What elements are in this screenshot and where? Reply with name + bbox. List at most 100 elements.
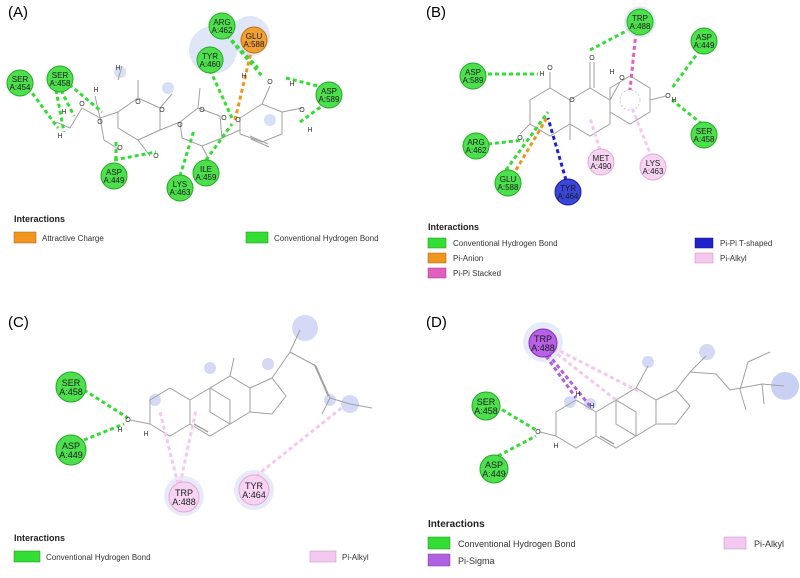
legend-b: Interactions Conventional Hydrogen Bond … — [427, 222, 772, 279]
residue-ser454: SER A:454 — [6, 69, 34, 97]
legend-swatch-hbond — [427, 237, 447, 249]
atom-label: O — [547, 65, 553, 72]
svg-text:TRP: TRP — [534, 334, 552, 344]
pi-alkyl-line — [255, 404, 345, 478]
panel-label-b: (B) — [426, 4, 446, 21]
atom-label: O — [199, 107, 205, 114]
atom-label: O — [177, 122, 183, 129]
pi-tshaped-line — [546, 117, 568, 181]
legend-label: Pi-Sigma — [458, 556, 495, 566]
halo — [292, 315, 318, 341]
residue-ser458: SER A:458 — [471, 391, 501, 421]
interactions-a — [22, 28, 323, 177]
hbond-line — [178, 129, 196, 177]
atoms-b: O O O O O O H H H — [517, 55, 676, 142]
svg-text:SER: SER — [12, 75, 29, 84]
legend-label: Attractive Charge — [42, 234, 104, 243]
atom-label: O — [267, 79, 273, 86]
residue-asp449: ASP A:449 — [690, 27, 718, 55]
svg-text:A:449: A:449 — [694, 41, 715, 50]
svg-text:A:463: A:463 — [170, 188, 191, 197]
halo — [771, 372, 799, 400]
atoms-a: H H H H H H H O O O O O O O O O O O O — [57, 65, 312, 160]
residue-trp488: TRP A:488 — [624, 6, 656, 38]
svg-text:ASP: ASP — [465, 68, 481, 77]
atom-label: O — [117, 145, 123, 152]
atom-label: O — [589, 55, 595, 62]
atom-label: H — [289, 81, 294, 88]
halo — [204, 362, 216, 374]
residue-asp449: ASP A:449 — [55, 434, 87, 466]
atom-label: O — [665, 93, 671, 100]
residue-glu588: GLU A:588 — [494, 169, 522, 197]
legend-swatch-attractive-charge — [13, 231, 37, 244]
residue-arg462: ARG A:462 — [208, 12, 236, 40]
svg-text:A:449: A:449 — [482, 469, 506, 479]
halo — [324, 394, 336, 406]
residue-glu588: GLU A:588 — [240, 26, 268, 54]
atom-label: H — [307, 127, 312, 134]
atom-label: H — [143, 431, 148, 438]
svg-text:LYS: LYS — [173, 180, 188, 189]
pi-alkyl-line — [588, 117, 602, 151]
svg-text:A:460: A:460 — [200, 60, 221, 69]
svg-text:A:589: A:589 — [319, 95, 340, 104]
atom-label: H — [553, 443, 558, 450]
atom-label: H — [589, 403, 594, 410]
panel-label-c: (C) — [8, 314, 29, 331]
svg-text:A:488: A:488 — [531, 343, 555, 353]
pi-alkyl-line — [158, 411, 180, 485]
interactions-c — [83, 388, 345, 485]
svg-text:SER: SER — [477, 397, 496, 407]
residue-asp589: ASP A:589 — [315, 81, 343, 109]
svg-text:ASP: ASP — [696, 33, 712, 42]
svg-text:A:449: A:449 — [59, 450, 83, 460]
residue-tyr464: TYR A:464 — [554, 178, 582, 206]
svg-text:GLU: GLU — [500, 175, 517, 184]
svg-text:LYS: LYS — [646, 159, 661, 168]
atoms-c: O H H — [117, 417, 148, 438]
atom-label: O — [619, 75, 625, 82]
svg-text:A:588: A:588 — [244, 40, 265, 49]
legend-label: Pi-Pi Stacked — [453, 269, 501, 278]
svg-text:A:458: A:458 — [474, 406, 498, 416]
atom-label: H — [241, 73, 246, 80]
atom-label: O — [569, 97, 575, 104]
legend-title: Interactions — [428, 222, 479, 232]
residue-met490: MET A:490 — [587, 148, 615, 176]
panel-label-a: (A) — [8, 4, 28, 21]
atom-label: H — [671, 97, 676, 104]
atom-label: O — [517, 135, 523, 142]
residue-trp488: TRP A:488 — [528, 328, 558, 358]
hbond-line — [56, 83, 76, 117]
atom-label: O — [125, 417, 131, 424]
halo — [149, 394, 161, 406]
legend-c: Interactions Conventional Hydrogen Bond … — [13, 533, 369, 563]
atoms-d: O H H H — [535, 391, 594, 450]
halo — [262, 358, 274, 370]
charge-line — [233, 47, 254, 121]
atom-label: O — [299, 107, 305, 114]
atom-label: H — [117, 427, 122, 434]
svg-text:ASP: ASP — [485, 460, 503, 470]
ligand-skeleton-a — [55, 65, 303, 163]
panel-a: (A) — [6, 4, 379, 244]
svg-text:TYR: TYR — [245, 481, 264, 491]
hbond-line — [113, 150, 157, 162]
legend-swatch-hbond — [245, 231, 269, 244]
svg-text:A:588: A:588 — [498, 183, 519, 192]
atom-label: H — [539, 71, 544, 78]
svg-text:TYR: TYR — [560, 184, 576, 193]
legend-label: Pi-Anion — [453, 254, 483, 263]
svg-text:A:449: A:449 — [104, 176, 125, 185]
hbond-line — [487, 138, 525, 146]
hbond-line — [83, 388, 129, 420]
hbond-line — [497, 434, 537, 458]
svg-text:A:458: A:458 — [50, 79, 71, 88]
hbond-line — [83, 422, 125, 442]
legend-swatch-pi-alkyl — [309, 550, 337, 563]
residue-trp488: TRP A:488 — [168, 481, 200, 513]
residue-asp589: ASP A:589 — [459, 62, 487, 90]
svg-text:A:490: A:490 — [591, 162, 612, 171]
legend-swatch-hbond — [427, 536, 451, 550]
